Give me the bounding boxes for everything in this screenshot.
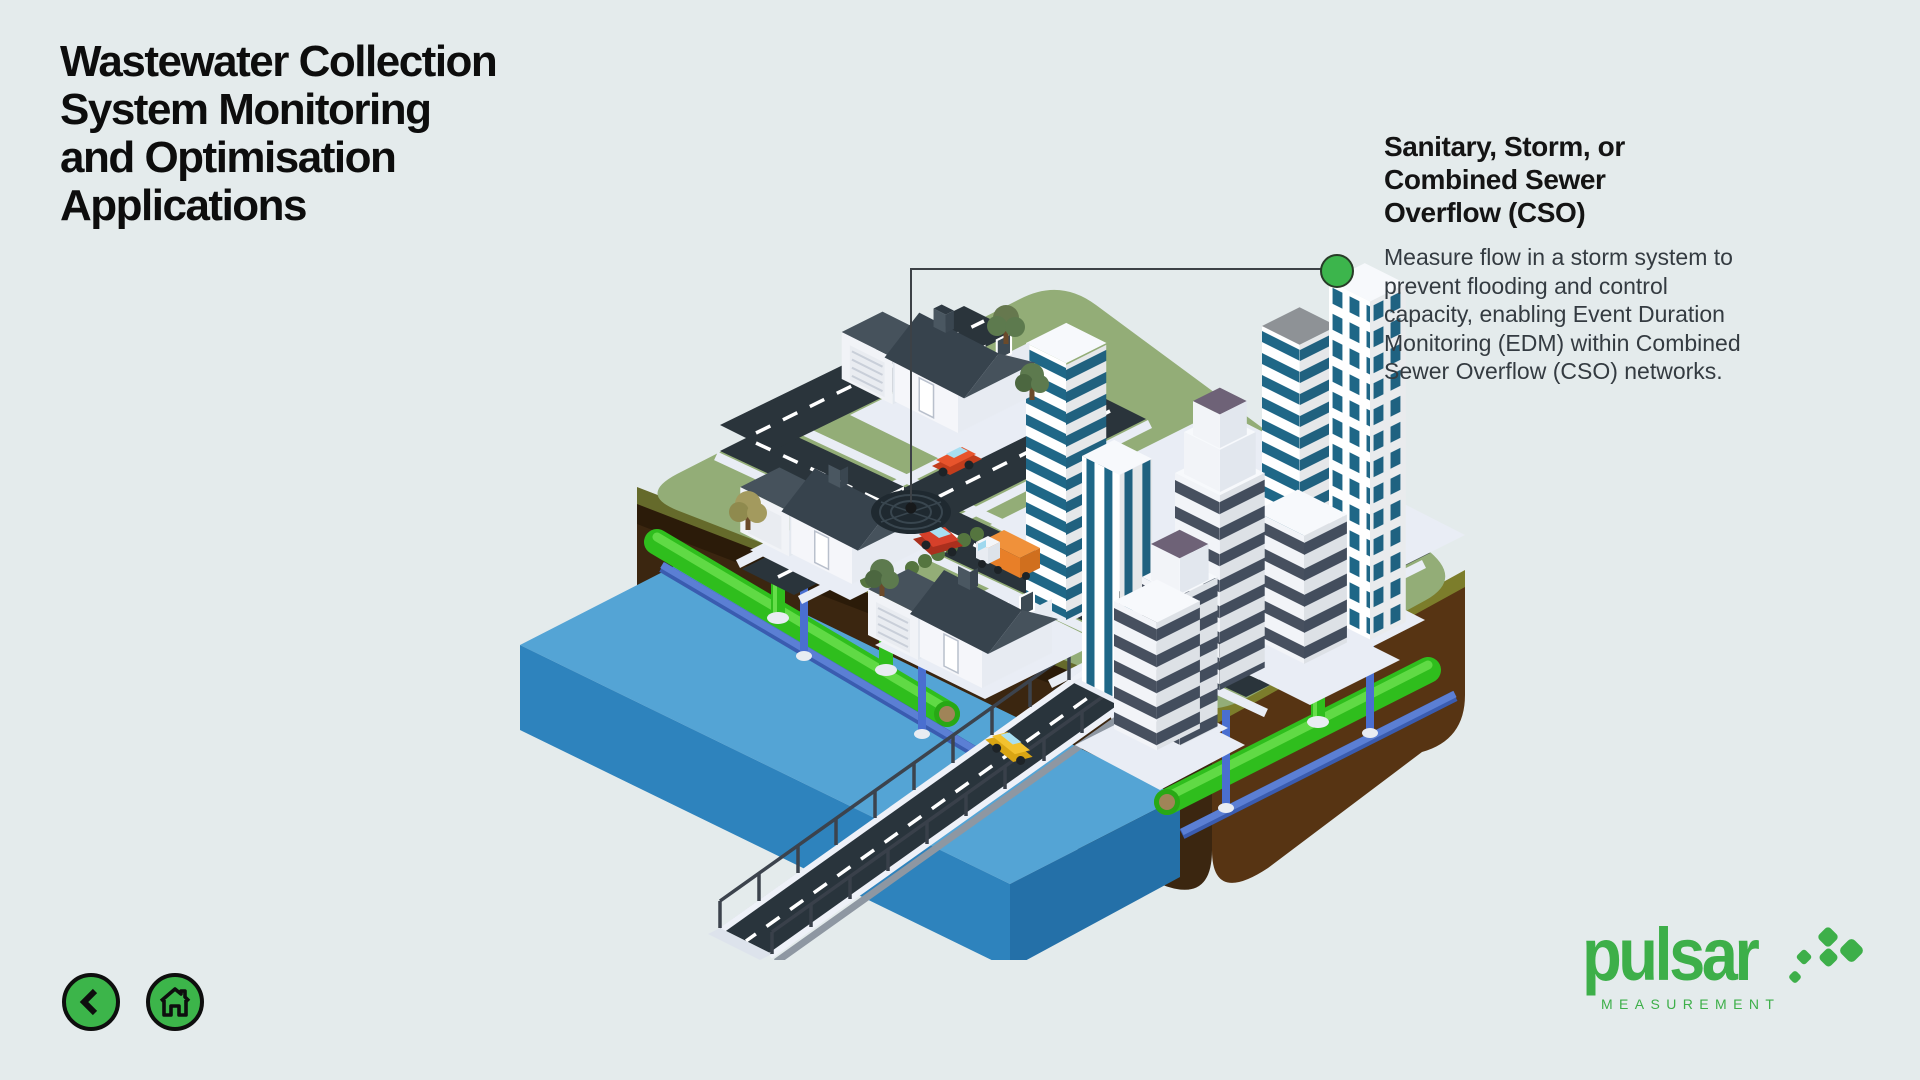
logo-tagline: MEASUREMENT xyxy=(1601,996,1781,1012)
callout-marker-dot xyxy=(1320,254,1354,288)
city-illustration xyxy=(520,254,1465,960)
delivery-truck xyxy=(976,530,1040,580)
taxi xyxy=(985,732,1033,765)
vehicles xyxy=(913,447,1040,765)
home-icon xyxy=(159,987,191,1017)
brand-logo: pulsar MEASUREMENT xyxy=(1582,913,1892,1030)
page-title: Wastewater Collection System Monitoring … xyxy=(60,37,498,230)
skyscrapers xyxy=(1026,263,1406,751)
callout-panel: Sanitary, Storm, or Combined Sewer Overf… xyxy=(1384,130,1756,386)
navigation xyxy=(62,973,204,1031)
callout-body: Measure flow in a storm system to preven… xyxy=(1384,244,1741,384)
logo-wordmark: pulsar xyxy=(1582,913,1760,996)
trees xyxy=(729,305,1049,596)
back-arrow-icon xyxy=(79,988,98,1016)
bridge xyxy=(708,622,1220,960)
callout-heading: Sanitary, Storm, or Combined Sewer Overf… xyxy=(1384,131,1625,228)
back-button[interactable] xyxy=(62,973,120,1031)
sewer-pipes-left xyxy=(644,529,980,758)
car xyxy=(913,527,963,557)
house xyxy=(868,566,1058,688)
logo-spark-icon xyxy=(1789,927,1863,983)
callout-leader-line xyxy=(905,254,1354,514)
car xyxy=(932,447,982,477)
home-button[interactable] xyxy=(146,973,204,1031)
